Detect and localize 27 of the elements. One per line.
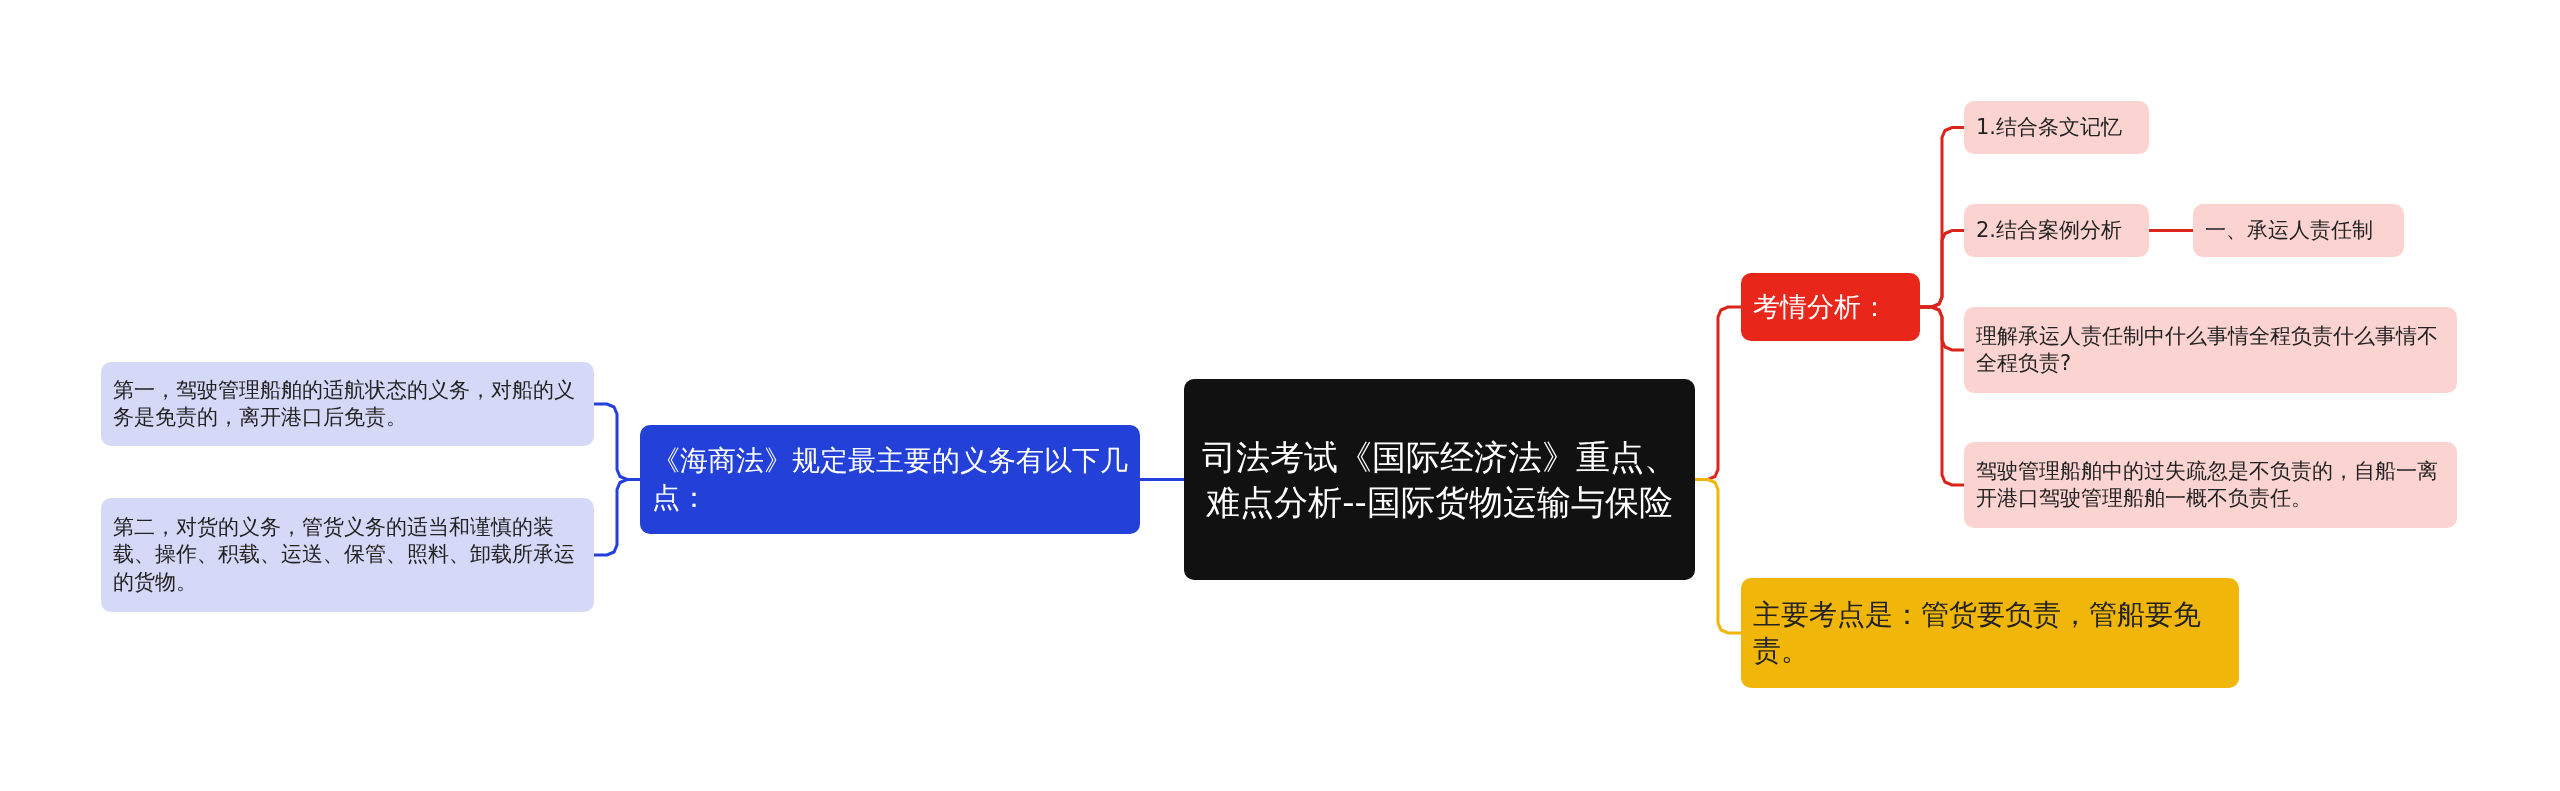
subtopic-box — [101, 362, 594, 446]
topic-text: 2.结合案例分析 — [1976, 216, 2123, 244]
topic-text: 驾驶管理船舶中的过失疏忽是不负责的，自船一离开港口驾驶管理船舶一概不负责任。 — [1976, 457, 2439, 512]
topic-text: 理解承运人责任制中什么事情全程负责什么事情不全程负责? — [1976, 322, 2439, 377]
central-topic — [1184, 379, 1695, 580]
branch-topic — [640, 425, 1140, 534]
subtopic-box — [101, 498, 594, 612]
subtopic-box — [1964, 442, 2457, 528]
subtopic-box — [2193, 204, 2404, 257]
topic-text: 司法考试《国际经济法》重点、难点分析--国际货物运输与保险 — [1200, 436, 1679, 524]
topic-text: 一、承运人责任制 — [2205, 216, 2373, 244]
branch-topic — [1741, 273, 1920, 341]
connector-line — [1695, 478, 1741, 635]
topic-text: 主要考点是：管货要负责，管船要免责。 — [1753, 596, 2202, 669]
topic-text: 《海商法》规定最主要的义务有以下几点： — [652, 443, 1128, 516]
connector-line — [1920, 305, 1964, 487]
topic-text: 第一，驾驶管理船舶的适航状态的义务，对船的义务是免责的，离开港口后免责。 — [113, 376, 576, 431]
connector-line — [594, 478, 640, 557]
connector-line — [1140, 478, 1184, 481]
topic-text: 1.结合条文记忆 — [1976, 113, 2123, 141]
connector-line — [2149, 229, 2193, 232]
branch-topic — [1741, 578, 2239, 688]
subtopic-box — [1964, 307, 2457, 393]
topic-text: 第二，对货的义务，管货义务的适当和谨慎的装载、操作、积载、运送、保管、照料、卸载所承运的货物。 — [113, 514, 576, 596]
topic-text: 考情分析： — [1753, 290, 1888, 325]
subtopic-box — [1964, 101, 2149, 154]
subtopic-box — [1964, 204, 2149, 257]
